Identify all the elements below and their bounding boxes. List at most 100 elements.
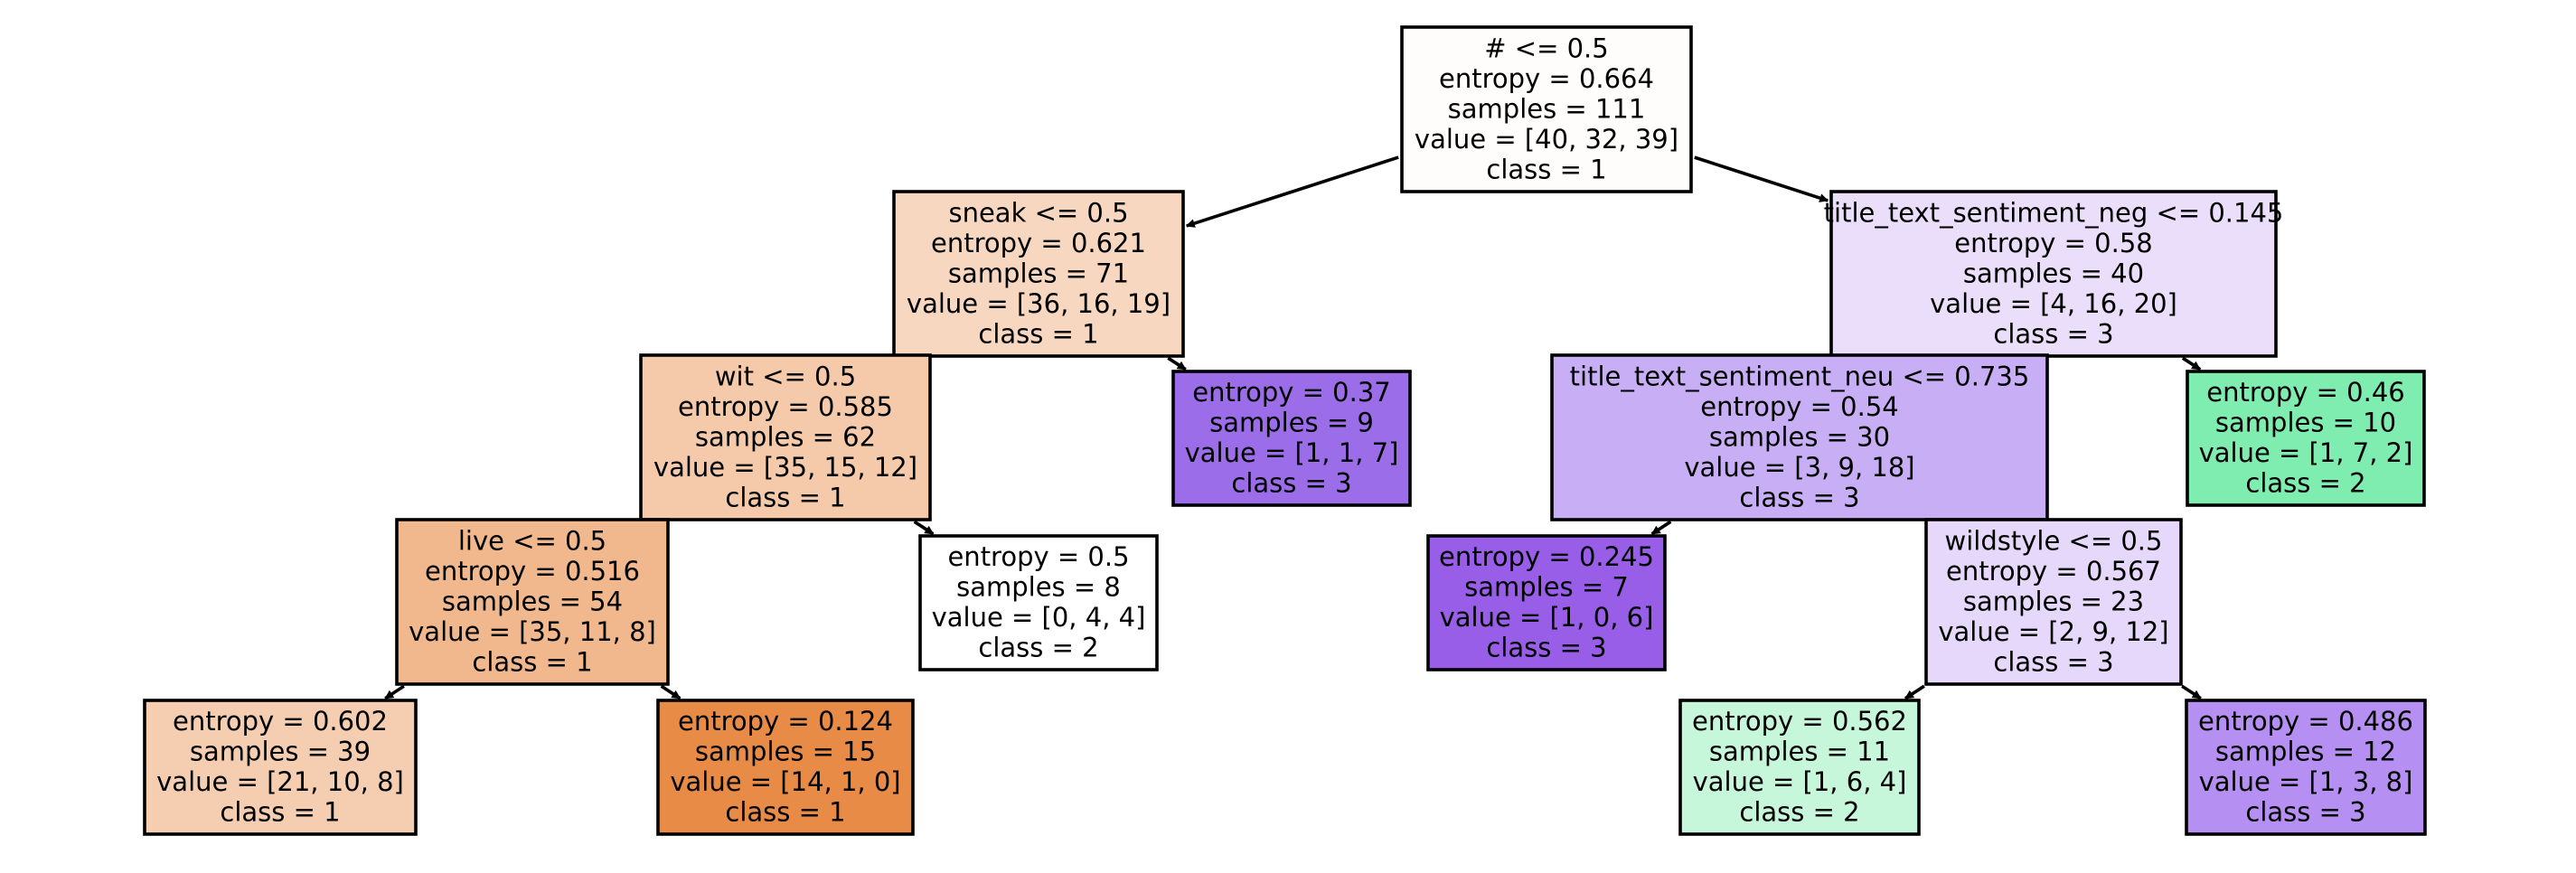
node-line: class = 1 bbox=[725, 482, 845, 512]
node-line: class = 1 bbox=[220, 797, 340, 828]
node-line: entropy = 0.585 bbox=[678, 391, 893, 422]
edge-n1-n7 bbox=[1167, 356, 1187, 371]
node-line: class = 3 bbox=[1486, 633, 1606, 663]
node-line: samples = 71 bbox=[948, 258, 1129, 288]
edge-n3-n4 bbox=[384, 684, 405, 700]
node-line: wildstyle <= 0.5 bbox=[1945, 525, 2163, 556]
node-box bbox=[143, 699, 418, 836]
edge-n9-n10 bbox=[1650, 520, 1672, 536]
node-line: entropy = 0.602 bbox=[173, 706, 388, 737]
node-line: samples = 7 bbox=[1464, 572, 1629, 603]
node-line: class = 3 bbox=[1993, 646, 2113, 677]
node-line: class = 3 bbox=[1231, 468, 1351, 499]
node-line: samples = 111 bbox=[1448, 93, 1646, 124]
node-line: samples = 8 bbox=[956, 572, 1121, 603]
node-line: samples = 15 bbox=[695, 737, 876, 767]
node-line: entropy = 0.621 bbox=[931, 228, 1146, 258]
node-line: value = [1, 1, 7] bbox=[1185, 437, 1399, 468]
node-line: value = [1, 0, 6] bbox=[1440, 602, 1654, 633]
edge-root-n1 bbox=[1185, 155, 1399, 228]
node-line: value = [14, 1, 0] bbox=[670, 766, 900, 797]
node-line: class = 1 bbox=[978, 318, 1098, 349]
node-line: value = [35, 15, 12] bbox=[653, 452, 917, 483]
tree-node-n9: title_text_sentiment_neu <= 0.735entropy… bbox=[1550, 353, 2049, 521]
node-box bbox=[656, 699, 915, 836]
node-line: # <= 0.5 bbox=[1484, 33, 1608, 63]
node-box bbox=[1829, 190, 2278, 358]
node-line: samples = 23 bbox=[1963, 586, 2144, 616]
node-line: entropy = 0.245 bbox=[1439, 541, 1654, 572]
node-line: class = 1 bbox=[725, 797, 845, 828]
node-line: value = [35, 11, 8] bbox=[409, 616, 656, 647]
node-box bbox=[892, 190, 1185, 358]
node-line: value = [36, 16, 19] bbox=[907, 288, 1170, 319]
node-line: samples = 9 bbox=[1209, 408, 1374, 438]
node-line: value = [21, 10, 8] bbox=[156, 766, 404, 797]
node-line: samples = 11 bbox=[1709, 737, 1890, 767]
node-box bbox=[639, 353, 932, 521]
node-line: value = [4, 16, 20] bbox=[1930, 288, 2177, 319]
edge-n3-n5 bbox=[660, 684, 682, 700]
node-box bbox=[1550, 353, 2049, 521]
node-line: entropy = 0.486 bbox=[2198, 706, 2413, 737]
node-line: live <= 0.5 bbox=[458, 525, 606, 556]
node-line: samples = 10 bbox=[2215, 408, 2396, 438]
node-line: samples = 39 bbox=[190, 737, 371, 767]
node-line: class = 1 bbox=[472, 646, 592, 677]
node-box bbox=[1171, 370, 1412, 507]
tree-node-n8: title_text_sentiment_neg <= 0.145entropy… bbox=[1824, 190, 2284, 358]
node-line: value = [40, 32, 39] bbox=[1415, 124, 1678, 155]
node-line: entropy = 0.562 bbox=[1692, 706, 1907, 737]
node-box bbox=[395, 518, 670, 686]
node-line: value = [0, 4, 4] bbox=[932, 602, 1146, 633]
node-line: value = [1, 6, 4] bbox=[1693, 766, 1907, 797]
node-line: title_text_sentiment_neg <= 0.145 bbox=[1824, 197, 2284, 228]
edge-root-n8 bbox=[1694, 155, 1829, 202]
node-line: samples = 40 bbox=[1963, 258, 2144, 288]
node-line: entropy = 0.37 bbox=[1192, 377, 1391, 408]
node-line: entropy = 0.5 bbox=[947, 541, 1129, 572]
node-box bbox=[1678, 699, 1921, 836]
node-line: value = [3, 9, 18] bbox=[1684, 452, 1914, 483]
node-line: samples = 30 bbox=[1709, 421, 1890, 452]
node-line: entropy = 0.58 bbox=[1954, 228, 2153, 258]
node-box bbox=[2186, 370, 2426, 507]
node-box bbox=[918, 534, 1159, 671]
node-line: entropy = 0.54 bbox=[1700, 391, 1899, 422]
node-line: entropy = 0.516 bbox=[425, 556, 640, 587]
node-line: samples = 54 bbox=[442, 586, 623, 616]
node-line: class = 3 bbox=[2245, 797, 2365, 828]
node-line: entropy = 0.664 bbox=[1439, 63, 1654, 94]
node-line: entropy = 0.567 bbox=[1946, 556, 2161, 587]
node-line: class = 2 bbox=[1739, 797, 1859, 828]
node-box bbox=[1400, 25, 1693, 193]
node-box bbox=[2185, 699, 2427, 836]
node-box bbox=[1924, 518, 2183, 686]
node-line: value = [2, 9, 12] bbox=[1938, 616, 2168, 647]
edge-n8-n14 bbox=[2181, 356, 2202, 371]
node-line: sneak <= 0.5 bbox=[948, 197, 1128, 228]
node-line: class = 1 bbox=[1486, 154, 1606, 184]
node-line: samples = 12 bbox=[2215, 737, 2396, 767]
node-line: class = 2 bbox=[978, 633, 1098, 663]
edge-n11-n13 bbox=[2181, 684, 2202, 700]
node-line: wit <= 0.5 bbox=[715, 361, 856, 391]
node-line: value = [1, 7, 2] bbox=[2199, 437, 2413, 468]
edge-n11-n12 bbox=[1904, 684, 1925, 700]
node-line: entropy = 0.124 bbox=[678, 706, 893, 737]
node-line: class = 2 bbox=[2245, 468, 2365, 499]
